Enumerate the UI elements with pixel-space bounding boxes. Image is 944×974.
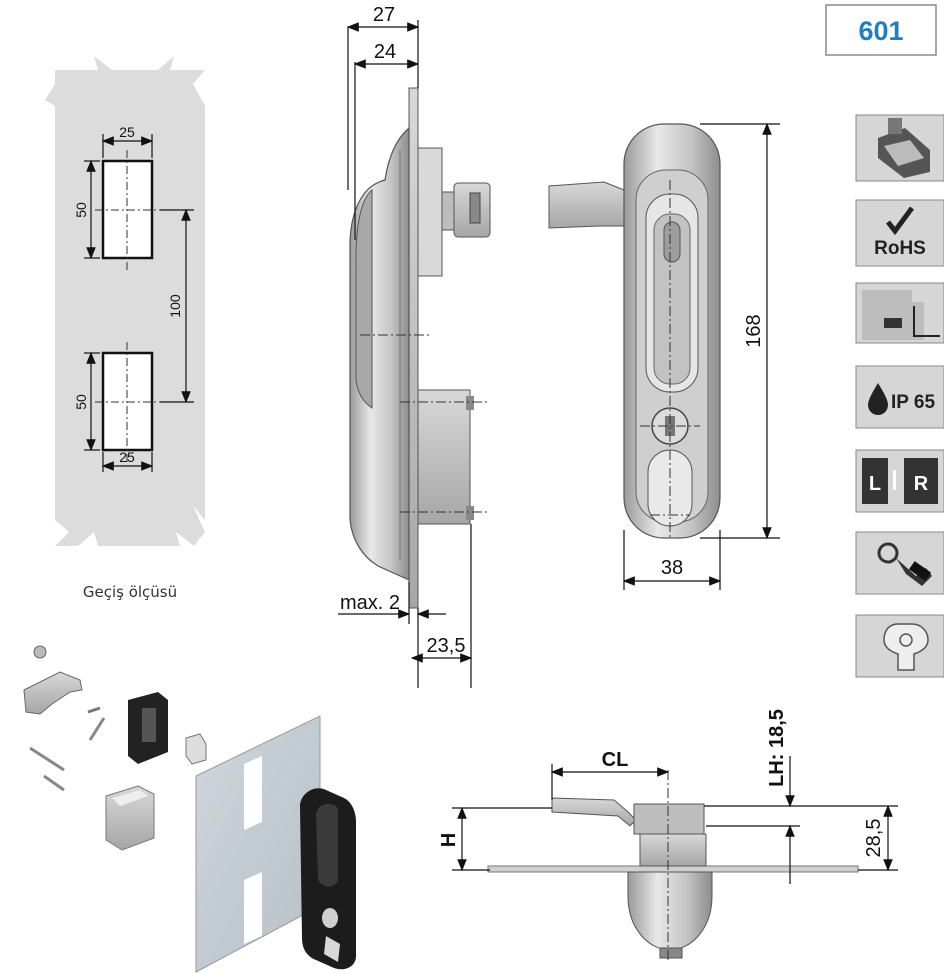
side-view-drawing: 27 24 max. 2 23,5 bbox=[338, 4, 491, 688]
dim-bottom-height: 50 bbox=[73, 394, 89, 410]
dim-cl: CL bbox=[602, 749, 629, 771]
dim-spacing: 100 bbox=[167, 294, 183, 318]
dim-27: 27 bbox=[373, 4, 395, 26]
dim-max2: max. 2 bbox=[340, 592, 400, 614]
left-label: L bbox=[869, 473, 881, 495]
dim-top-width: 25 bbox=[119, 124, 135, 140]
dim-top-height: 50 bbox=[73, 202, 89, 218]
bottom-view-drawing: CL LH: 18,5 H 28,5 bbox=[438, 709, 898, 960]
front-view-drawing: 168 38 bbox=[548, 122, 780, 590]
badge-number: 601 bbox=[858, 16, 903, 46]
dim-38: 38 bbox=[661, 557, 683, 579]
dim-h: H bbox=[438, 833, 460, 847]
mounting-icon bbox=[855, 114, 944, 182]
rohs-icon: RoHS bbox=[855, 199, 944, 267]
left-right-icon: L R bbox=[855, 449, 944, 513]
exploded-assembly bbox=[23, 645, 356, 973]
rohs-label: RoHS bbox=[874, 238, 926, 259]
dim-23-5: 23,5 bbox=[427, 635, 466, 657]
panel-sheet bbox=[45, 56, 205, 546]
dim-24: 24 bbox=[374, 41, 396, 63]
dim-lh: LH: 18,5 bbox=[766, 709, 788, 787]
dim-168: 168 bbox=[743, 314, 765, 347]
profile-icon bbox=[855, 282, 944, 344]
cutout-caption: Geçiş ölçüsü bbox=[83, 583, 177, 601]
cutout-drawing: 25 50 100 50 25 Geçiş ölçüsü bbox=[45, 56, 205, 601]
ip-rating-icon: IP 65 bbox=[855, 365, 944, 429]
cylinder-icon bbox=[855, 614, 944, 678]
ip-label: IP 65 bbox=[891, 392, 935, 413]
dim-bottom-width: 25 bbox=[119, 449, 135, 465]
water-drop-icon bbox=[868, 383, 888, 415]
product-badge: 601 bbox=[825, 4, 937, 56]
right-label: R bbox=[914, 473, 929, 495]
feature-icons: RoHS IP 65 L R bbox=[855, 114, 944, 678]
dim-28-5: 28,5 bbox=[863, 819, 885, 858]
key-icon bbox=[855, 531, 944, 595]
